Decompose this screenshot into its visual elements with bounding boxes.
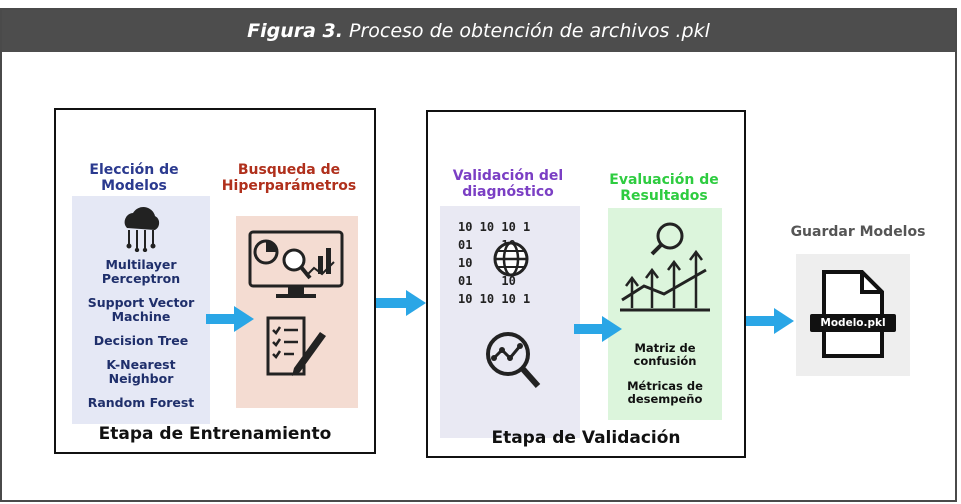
figure-caption: Figura 3. Proceso de obtención de archiv… [2,10,955,52]
evaluation-header: Evaluación de Resultados [609,172,719,204]
cloud-network-icon [72,206,210,252]
metric-item: Métricas de desempeño [627,379,703,406]
model-item: Support Vector Machine [87,295,195,324]
model-item: Multilayer Perceptron [101,257,181,286]
checklist-pen-icon [264,314,358,380]
dashboard-search-icon [246,230,358,300]
models-header: Elección de Modelos [89,162,179,194]
training-stage-title: Etapa de Entrenamiento [98,424,332,444]
growth-chart-icon [618,216,722,316]
analytics-search-icon [482,328,580,390]
caption-label: Figura 3. [247,20,343,42]
validation-stage-title: Etapa de Validación [491,428,681,448]
arrow-diagnosis-to-evaluation-icon [574,316,622,342]
hyperparameters-header: Busqueda de Hiperparámetros [221,162,357,194]
file-label: Modelo.pkl [810,314,896,332]
model-item: Random Forest [87,395,195,410]
metric-item: Matriz de confusión [633,341,697,368]
validation-stage-box: Validación del diagnóstico 10 10 10 1 01 … [426,110,746,458]
figure-frame: Figura 3. Proceso de obtención de archiv… [0,8,957,502]
model-item: Decision Tree [93,333,189,348]
binary-row: 10 10 10 1 [458,292,531,306]
arrow-validation-to-save-icon [746,308,794,334]
arrow-models-to-hyper-icon [206,306,254,332]
diagnosis-header: Validación del diagnóstico [452,168,564,200]
training-stage-box: Elección de Modelos Multilayer Perceptro… [54,108,376,454]
save-models-header: Guardar Modelos [790,224,926,240]
arrow-training-to-validation-icon [376,290,426,316]
model-item: K-Nearest Neighbor [106,357,176,386]
hyperparameters-panel [236,216,358,408]
binary-row: 01 10 [458,274,516,288]
caption-text: Proceso de obtención de archivos .pkl [348,20,710,42]
binary-row: 10 10 10 1 [458,220,531,234]
save-panel: Modelo.pkl [796,254,910,376]
